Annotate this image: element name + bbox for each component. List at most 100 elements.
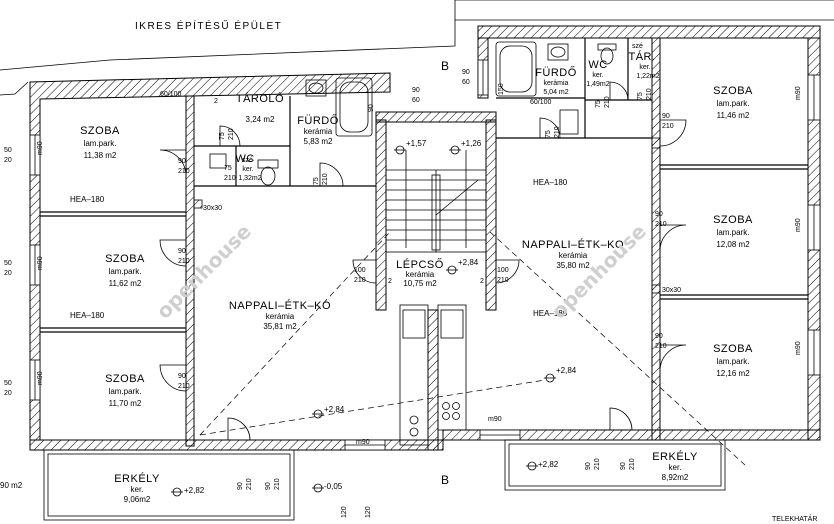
svg-text:75: 75 (595, 100, 602, 108)
misc-label: szé (242, 157, 253, 164)
misc-label: szé (632, 43, 643, 50)
svg-text:lam.park.: lam.park. (717, 99, 750, 108)
svg-text:WC: WC (235, 153, 254, 165)
outer-walls (29, 25, 821, 451)
svg-text:LÉPCSŐ: LÉPCSŐ (396, 257, 444, 271)
svg-text:ker.: ker. (131, 485, 144, 494)
svg-text:m90: m90 (795, 218, 802, 232)
svg-text:ker.: ker. (242, 166, 253, 173)
level-label: +2,84 (324, 405, 345, 414)
staircase (385, 121, 487, 253)
windows (29, 59, 821, 451)
svg-text:kerámia: kerámia (559, 251, 588, 260)
svg-text:kerámia: kerámia (266, 312, 295, 321)
sink-left (209, 79, 327, 169)
svg-text:lam.park.: lam.park. (109, 387, 142, 396)
room-szoba-3: SZOBA lam.park. 11,70 m2 (105, 373, 145, 408)
section-mark: B (441, 473, 449, 487)
section-mark: B (441, 59, 449, 73)
level-label: -0,05 (324, 482, 343, 491)
svg-text:210: 210 (594, 458, 601, 470)
svg-text:lam.park.: lam.park. (717, 357, 750, 366)
svg-text:210: 210 (274, 478, 281, 490)
svg-text:kerámia: kerámia (304, 127, 333, 136)
svg-text:90: 90 (662, 113, 670, 120)
misc-label: 2 (214, 98, 218, 105)
svg-text:50: 50 (4, 380, 12, 387)
svg-text:ker.: ker. (669, 463, 682, 472)
bathtub-right (495, 41, 537, 97)
svg-text:210: 210 (178, 168, 190, 175)
svg-text:210: 210 (497, 277, 509, 284)
svg-text:90: 90 (178, 158, 186, 165)
svg-text:11,70 m2: 11,70 m2 (109, 399, 142, 408)
dimension-labels: 50 20 50 20 50 20 60/100 60/100 90 60 90… (4, 69, 674, 397)
beam-label: HEA–180 (533, 178, 568, 187)
svg-text:8,92m2: 8,92m2 (662, 473, 689, 482)
svg-text:210: 210 (646, 88, 653, 100)
svg-text:210: 210 (655, 221, 667, 228)
svg-text:60: 60 (412, 97, 420, 104)
level-markers (171, 145, 556, 497)
svg-text:210: 210 (178, 258, 190, 265)
neighbor-building (0, 0, 834, 96)
beam-label: HEA–180 (70, 311, 105, 320)
svg-text:210: 210 (655, 343, 667, 350)
area-label: 90 m2 (0, 481, 23, 490)
svg-text:210: 210 (246, 478, 253, 490)
svg-text:210: 210 (322, 173, 329, 185)
svg-text:TÁR.: TÁR. (628, 50, 655, 63)
svg-text:210: 210 (178, 383, 190, 390)
svg-text:ERKÉLY: ERKÉLY (114, 472, 160, 485)
svg-text:SZOBA: SZOBA (713, 85, 753, 97)
svg-text:ERKÉLY: ERKÉLY (652, 450, 698, 463)
toilet-right (597, 43, 617, 65)
svg-text:90: 90 (265, 482, 272, 490)
svg-text:1,22m2: 1,22m2 (636, 73, 659, 80)
rotated-dimension-labels: 75 210 75 210 75 210 75 210 75 210 90 15… (37, 83, 802, 518)
svg-text:75: 75 (545, 130, 552, 138)
svg-text:75: 75 (224, 165, 232, 172)
partitions (40, 38, 808, 333)
svg-text:10,75 m2: 10,75 m2 (403, 279, 437, 288)
svg-text:m90: m90 (37, 141, 44, 155)
svg-text:90: 90 (655, 211, 663, 218)
svg-text:SZOBA: SZOBA (80, 125, 120, 137)
svg-text:35,81 m2: 35,81 m2 (263, 322, 297, 331)
svg-text:lam.park.: lam.park. (717, 228, 750, 237)
svg-text:20: 20 (4, 157, 12, 164)
beam-label: HEA–180 (533, 309, 568, 318)
svg-text:11,46 m2: 11,46 m2 (717, 111, 750, 120)
svg-text:NAPPALI–ÉTK–KO: NAPPALI–ÉTK–KO (229, 299, 331, 312)
svg-text:60/100: 60/100 (530, 99, 552, 106)
svg-text:210: 210 (554, 126, 561, 138)
svg-text:35,80 m2: 35,80 m2 (556, 261, 590, 270)
svg-text:90: 90 (237, 482, 244, 490)
svg-text:SZOBA: SZOBA (713, 214, 753, 226)
svg-text:50: 50 (4, 260, 12, 267)
svg-text:NAPPALI–ÉTK–KO: NAPPALI–ÉTK–KO (522, 238, 624, 251)
svg-text:210: 210 (224, 175, 236, 182)
svg-text:75: 75 (637, 92, 644, 100)
svg-text:5,83 m2: 5,83 m2 (304, 137, 333, 146)
svg-text:m90: m90 (37, 256, 44, 270)
columns (193, 137, 661, 294)
svg-text:lam.park.: lam.park. (109, 267, 142, 276)
svg-text:20: 20 (4, 390, 12, 397)
svg-text:SZOBA: SZOBA (105, 373, 145, 385)
misc-label: 2 (388, 278, 392, 285)
beam-label: HEA–180 (70, 195, 105, 204)
level-label: +2,82 (538, 460, 559, 469)
svg-text:100: 100 (354, 267, 366, 274)
svg-text:150: 150 (498, 83, 505, 95)
svg-text:ker.: ker. (639, 64, 650, 71)
svg-text:60/100: 60/100 (160, 91, 182, 98)
